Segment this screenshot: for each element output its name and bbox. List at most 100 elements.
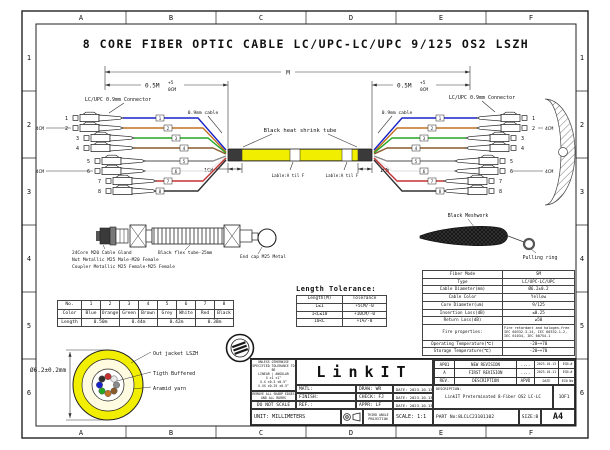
date-field-3: DATE: 2023.10.13	[393, 401, 433, 409]
projection-label: THIRD ANGLE PROJECTION	[363, 409, 393, 425]
svg-text:6: 6	[510, 169, 513, 175]
meshwork-label: Black Meshwork	[448, 213, 489, 219]
description-text: LinkIT Preterminated 8-Fiber OS2 LC-LC	[445, 394, 541, 399]
tolerance-note-box: UNLESS OTHERWISE SPECIFIED TOLERANCE TO …	[251, 359, 296, 391]
title-block: UNLESS OTHERWISE SPECIFIED TOLERANCE TO …	[250, 358, 576, 426]
svg-text:8: 8	[439, 189, 442, 194]
dim-leg-right: 0.5M	[397, 83, 412, 90]
zone-row-label: 4	[580, 255, 584, 263]
flex-tube	[151, 227, 225, 245]
svg-text:6: 6	[87, 169, 90, 175]
cable-body	[227, 148, 373, 162]
dim-leg-right-plus: +5	[420, 80, 426, 86]
tight-buffer-label: Tigth Buffered	[153, 371, 195, 377]
svg-text:8: 8	[499, 189, 502, 195]
svg-text:8: 8	[98, 189, 101, 195]
mesh-detail: Black Meshwork Pulling ring	[419, 213, 558, 261]
dim-4cm-right-2: 4CM	[545, 169, 554, 175]
zone-row-label: 5	[27, 322, 31, 330]
svg-text:7: 7	[499, 179, 502, 185]
svg-text:6: 6	[423, 169, 426, 174]
table-row: 10<L+1%/-0	[296, 318, 387, 328]
end-cap-label: End cap M25 Metal	[240, 254, 286, 260]
svg-text:3: 3	[423, 136, 426, 141]
dim-4cm-left-2: 4CM	[36, 169, 45, 175]
date-field-1: DATE: 2023.10.13	[393, 385, 433, 393]
table-row: Fire properties:Fire retardant and halog…	[422, 324, 575, 341]
cable-09mm-label-right: 0.9mm cable	[382, 110, 413, 116]
cross-section: Ø6.2±0.2mm Out jacket LSZH Tigth Buffere…	[30, 349, 198, 421]
ref-field: REF.:	[296, 401, 356, 409]
sheet-number: 1OF1	[553, 385, 575, 409]
zone-col-label: F	[529, 14, 533, 22]
dim-overall-text: M	[286, 70, 290, 77]
dim-4cm-left-1: 4CM	[36, 126, 45, 132]
finish-field: FINISH:	[296, 393, 356, 401]
table-row: Core Diameter(um)9/125	[422, 300, 575, 310]
dim-leg-left: 0.5M	[145, 83, 160, 90]
svg-text:6: 6	[175, 169, 178, 174]
svg-text:5: 5	[87, 159, 90, 165]
svg-text:7: 7	[431, 179, 434, 184]
tolerance-block: Length Tolerance: Length(M)Tolerance L≤1…	[296, 285, 387, 328]
unit-field: UNIT: MILLIMETERS	[251, 409, 341, 425]
aramid-label: Aramid yarn	[153, 386, 186, 392]
tolerance-title: Length Tolerance:	[296, 285, 377, 293]
pulling-ring	[522, 237, 536, 251]
svg-text:4: 4	[415, 146, 418, 151]
cable-09mm-label-left: 0.9mm cable	[188, 110, 219, 116]
dimensions	[104, 66, 471, 173]
zone-row-label: 4	[27, 255, 31, 263]
zone-col-label: D	[349, 14, 353, 22]
fiber-numbers-right: 1 2 3 4 5 6 7 8	[499, 116, 535, 195]
paper-size: A4	[541, 409, 575, 425]
svg-text:3: 3	[521, 136, 524, 142]
table-row: Insertion Loss(dB)≤0.25	[422, 308, 575, 318]
svg-text:1: 1	[65, 116, 68, 122]
zone-row-label: 3	[27, 188, 31, 196]
description-box: DESCRIPTION: LinkIT Preterminated 8-Fibe…	[433, 385, 553, 409]
check-field: CHECK: FJ	[356, 393, 393, 401]
svg-text:3: 3	[175, 136, 178, 141]
zone-row-label: 2	[27, 121, 31, 129]
section-balloon	[558, 147, 568, 157]
svg-text:2: 2	[65, 126, 68, 132]
matl-field: MATL:	[296, 385, 356, 393]
zone-row-label: 1	[27, 54, 31, 62]
svg-text:8: 8	[159, 189, 162, 194]
zone-row-label: 3	[580, 188, 584, 196]
date-field-2: DATE: 2023.10.13	[393, 393, 433, 401]
dim-leg-left-minus: 0CM	[168, 87, 176, 93]
connector-label-left: LC/UPC 0.9mm Connector	[85, 97, 151, 103]
heat-shrink-label: Black heat shrink tube	[264, 128, 337, 134]
svg-text:7: 7	[98, 179, 101, 185]
label-flag-1: Lable:A til F	[272, 173, 305, 178]
svg-text:2: 2	[167, 126, 170, 131]
svg-text:5: 5	[415, 159, 418, 164]
approval-stamp-icon	[225, 333, 255, 363]
dim-leg-right-minus: 0CM	[420, 87, 428, 93]
do-not-scale-note: DO NOT SCALE	[251, 401, 296, 409]
connector-label-right: LC/UPC 0.9mm Connector	[449, 95, 515, 101]
sheet-frame	[21, 10, 589, 439]
zone-col-label: E	[439, 429, 443, 437]
heat-shrink-band	[358, 149, 372, 161]
zone-row-label: 2	[580, 121, 584, 129]
cable-callouts	[108, 100, 496, 171]
description-label: DESCRIPTION:	[436, 387, 462, 391]
zone-col-label: C	[259, 14, 263, 22]
zone-col-label: E	[439, 14, 443, 22]
dim-leg-left-plus: +5	[168, 80, 174, 86]
gland-label-3: Coupler Metallic M25 Female-M25 Female	[72, 264, 175, 270]
pulling-ring-label: Pulling ring	[523, 255, 558, 261]
zone-col-label: A	[79, 14, 84, 22]
zone-row-label: 6	[27, 389, 31, 397]
appr-field: APPR: LF	[356, 401, 393, 409]
svg-text:1: 1	[159, 116, 162, 121]
